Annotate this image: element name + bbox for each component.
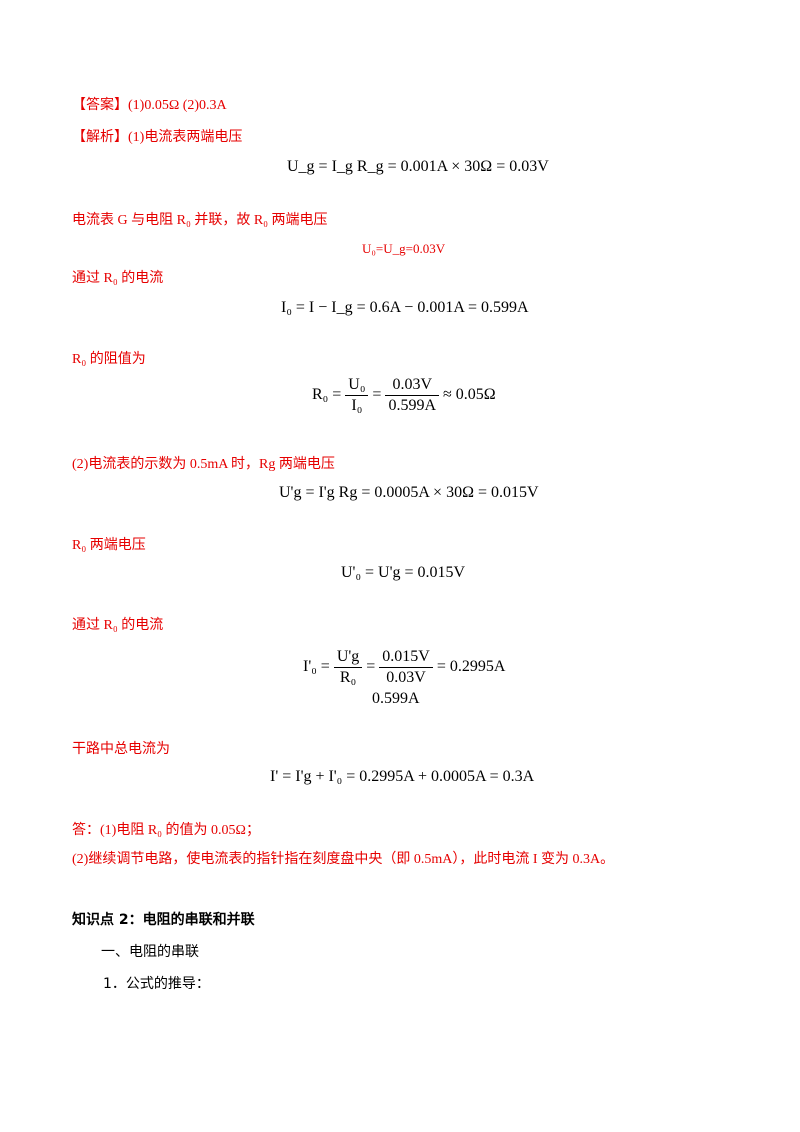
eq7-frac1: U'g R₀: [333, 648, 363, 687]
text-6: R₀ 两端电压: [72, 538, 146, 553]
text-4: R₀ 的阻值为: [72, 352, 146, 367]
text-9: 答：(1)电阻 R₀ 的值为 0.05Ω；: [72, 823, 260, 838]
eq7-rhs: = 0.2995A: [436, 658, 506, 676]
eq7-lhs: I'₀ =: [303, 658, 330, 676]
eq4-rhs: ≈ 0.05Ω: [443, 386, 496, 404]
subheading-2: 1．公式的推导：: [103, 976, 210, 992]
eq4-equals: =: [372, 386, 382, 404]
equation-1: U_g = I_g R_g = 0.001A × 30Ω = 0.03V: [287, 158, 549, 175]
eq7-den: R₀: [339, 669, 357, 686]
eq4-frac2: 0.03V 0.599A: [385, 376, 440, 415]
equation-5: U'g = I'g Rg = 0.0005A × 30Ω = 0.015V: [279, 484, 539, 501]
equation-3: I₀ = I − I_g = 0.6A − 0.001A = 0.599A: [281, 299, 529, 316]
analysis-line: 【解析】(1)电流表两端电压: [72, 130, 243, 145]
text-10: (2)继续调节电路，使电流表的指针指在刻度盘中央（即 0.5mA），此时电流 I…: [72, 852, 615, 867]
text-8: 干路中总电流为: [72, 742, 170, 757]
eq4-den2: 0.599A: [388, 397, 437, 414]
eq7-den2: 0.03V: [386, 669, 426, 686]
eq7-num: U'g: [333, 648, 363, 668]
text-2: 电流表 G 与电阻 R₀ 并联，故 R₀ 两端电压: [72, 213, 328, 228]
eq7-equals: =: [366, 658, 376, 676]
text-3: 通过 R₀ 的电流: [72, 271, 164, 286]
answer-line: 【答案】(1)0.05Ω (2)0.3A: [72, 98, 227, 113]
eq4-frac1: U₀ I₀: [345, 376, 369, 415]
eq4-num2: 0.03V: [385, 376, 440, 396]
equation-8: I' = I'g + I'₀ = 0.2995A + 0.0005A = 0.3…: [270, 768, 535, 785]
text-7: 通过 R₀ 的电流: [72, 618, 164, 633]
eq7-frac2: 0.015V 0.03V: [379, 648, 433, 687]
subheading-1: 一、电阻的串联: [101, 944, 199, 960]
equation-6: U'₀ = U'g = 0.015V: [341, 564, 466, 581]
eq4-lhs: R₀ =: [312, 386, 342, 404]
text-5: (2)电流表的示数为 0.5mA 时，Rg 两端电压: [72, 457, 335, 472]
section-heading: 知识点 2：电阻的串联和并联: [72, 912, 255, 928]
equation-2: U₀=U_g=0.03V: [362, 241, 446, 256]
eq7-num2: 0.015V: [379, 648, 433, 668]
eq4-num: U₀: [345, 376, 369, 396]
equation-4: R₀ = U₀ I₀ = 0.03V 0.599A ≈ 0.05Ω: [312, 376, 496, 415]
eq4-den: I₀: [351, 397, 363, 414]
eq7-extra: 0.599A: [372, 690, 420, 707]
equation-7: I'₀ = U'g R₀ = 0.015V 0.03V = 0.2995A: [303, 648, 505, 687]
